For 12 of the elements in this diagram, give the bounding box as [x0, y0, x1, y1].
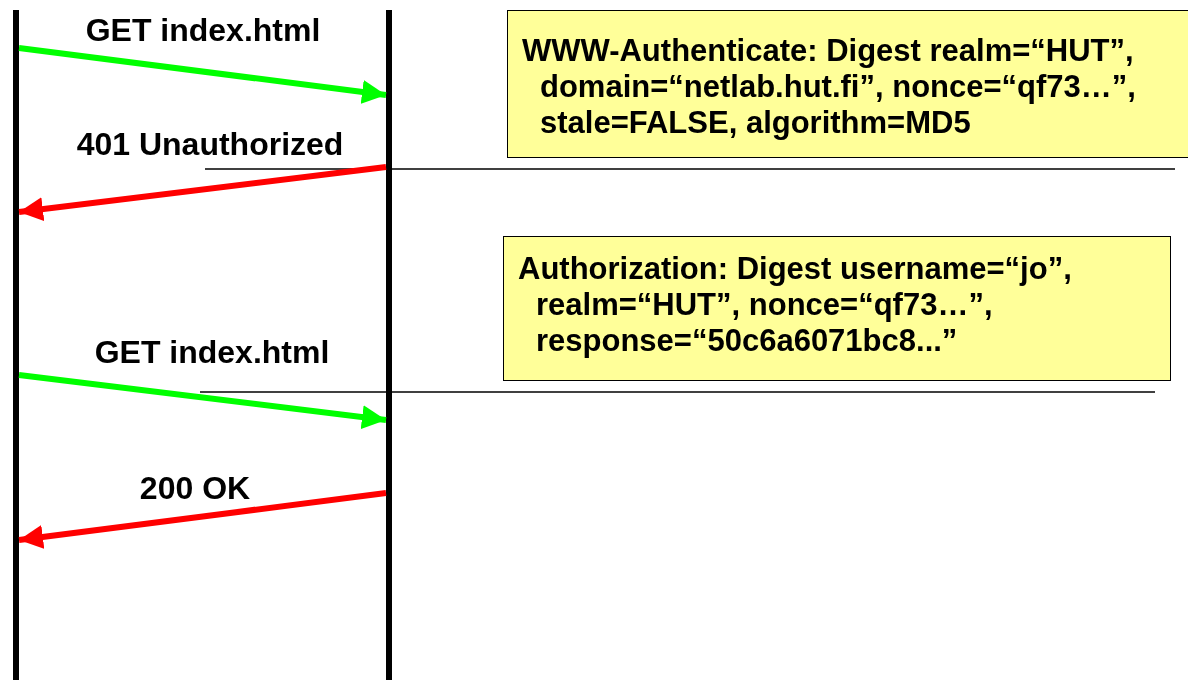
- message-note: Authorization: Digest username=“jo”, realm=“HUT”, nonce=“qf73…”, response=“50c6a6071bc8...”: [503, 236, 1171, 381]
- edge-label: 401 Unauthorized: [76, 126, 344, 163]
- message-arrow: [18, 45, 387, 104]
- message-arrow: [18, 164, 387, 221]
- lifeline: [13, 10, 19, 680]
- message-arrow: [18, 372, 387, 429]
- edge-label: GET index.html: [85, 12, 321, 49]
- message-arrow: [18, 490, 387, 549]
- message-note: WWW-Authenticate: Digest realm=“HUT”, domain=“netlab.hut.fi”, nonce=“qf73…”, stale=FALSE, algorithm=MD5: [507, 10, 1188, 158]
- edge-label: GET index.html: [94, 334, 330, 371]
- lifeline: [386, 10, 392, 680]
- edge-label: 200 OK: [139, 470, 251, 507]
